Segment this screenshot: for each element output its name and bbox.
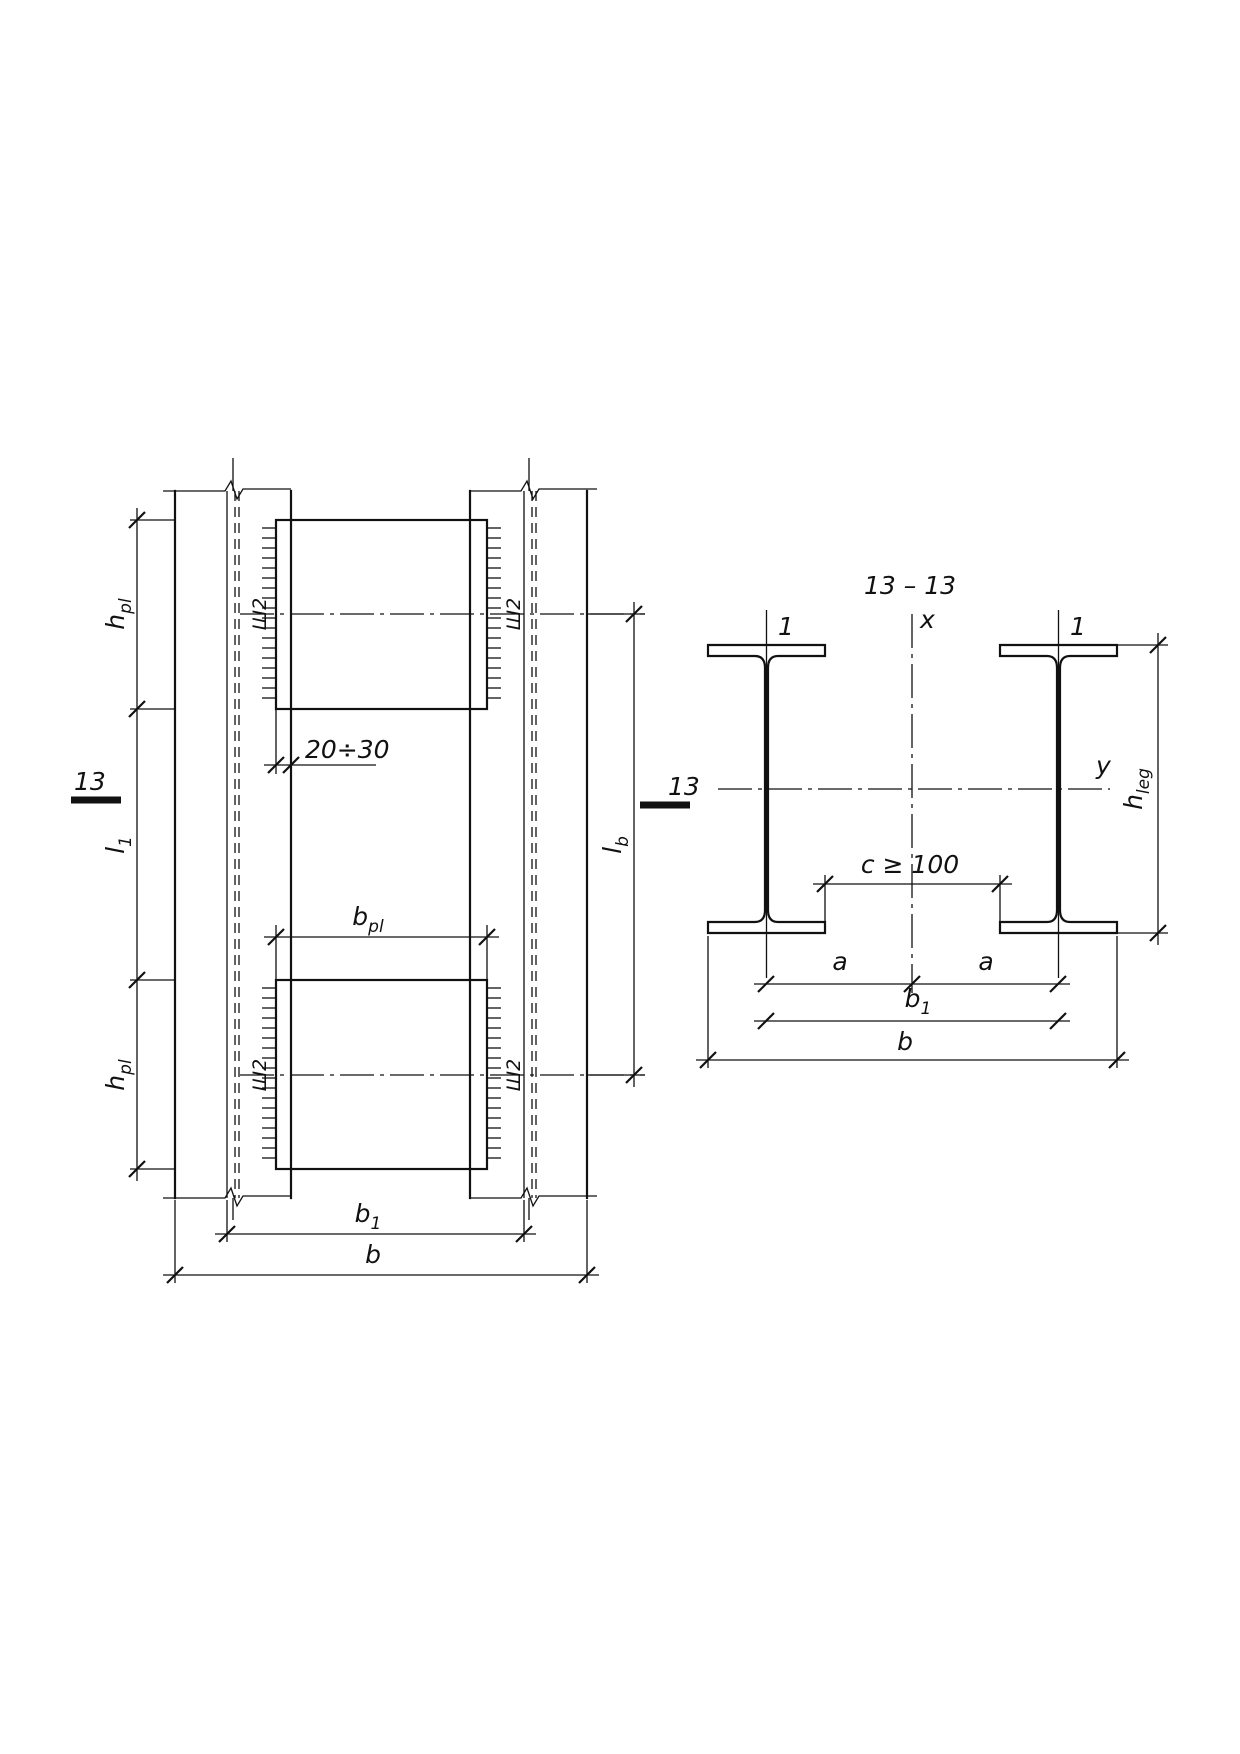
section-axes: x y — [718, 605, 1112, 975]
svg-text:13: 13 — [668, 772, 700, 801]
dimension-b-right — [696, 936, 1129, 1069]
dim-label-hpl-bottom: hpl — [101, 1059, 136, 1091]
left-chord — [163, 458, 293, 1220]
dimension-b1-left — [215, 1200, 536, 1243]
section-marker-left: 13 — [71, 767, 121, 804]
column-elevation: Ш2 Ш2 — [71, 458, 700, 1284]
bottom-plate-weld-left — [262, 987, 276, 1159]
weld-label-top-left: Ш2 — [249, 598, 271, 630]
dim-label-b-right: b — [897, 1027, 913, 1056]
dimension-hleg — [1117, 633, 1168, 945]
bottom-plate-weld-right — [487, 987, 501, 1159]
dimension-lb — [587, 602, 645, 1087]
i-beam-left: 1 — [706, 610, 827, 978]
axis-label-y: y — [1095, 751, 1112, 780]
top-batten-plate: Ш2 Ш2 — [240, 518, 645, 711]
dim-label-a-left: a — [832, 947, 847, 976]
dim-label-lb: lb — [598, 836, 633, 854]
dimension-gap — [264, 709, 376, 774]
weld-label-bottom-right: Ш2 — [503, 1059, 525, 1091]
svg-text:13: 13 — [74, 767, 106, 796]
bottom-batten-plate: Ш2 Ш2 — [240, 978, 645, 1171]
top-plate-weld-left — [262, 527, 276, 699]
section-13-13: 13 – 13 1 1 x y c ≥ 100 — [696, 571, 1168, 1069]
position-label-right: 1 — [1070, 612, 1086, 641]
dim-label-l1: l1 — [101, 836, 136, 854]
dim-label-a-right: a — [978, 947, 993, 976]
position-label-left: 1 — [778, 612, 794, 641]
dimension-a — [754, 975, 1070, 993]
dimension-bpl — [264, 925, 499, 980]
dim-label-hpl-top: hpl — [101, 598, 136, 630]
dimension-b1-right — [754, 1012, 1070, 1030]
dimension-c — [813, 875, 1012, 922]
dim-label-gap: 20÷30 — [305, 735, 390, 764]
top-plate-weld-right — [487, 527, 501, 699]
axis-label-x: x — [919, 605, 935, 634]
section-marker-right: 13 — [640, 772, 700, 809]
i-beam-right: 1 — [998, 610, 1119, 978]
dim-label-b1-right: b1 — [905, 984, 932, 1019]
dim-label-hleg: hleg — [1119, 768, 1154, 810]
dim-label-c: c ≥ 100 — [861, 850, 959, 879]
weld-label-top-right: Ш2 — [503, 598, 525, 630]
section-title: 13 – 13 — [864, 571, 956, 600]
dim-label-b-left: b — [365, 1240, 381, 1269]
dimension-chain-left — [128, 508, 175, 1181]
right-chord — [468, 458, 597, 1220]
dim-label-b1-left: b1 — [355, 1199, 382, 1234]
dim-label-bpl: bpl — [352, 902, 384, 937]
weld-label-bottom-left: Ш2 — [249, 1059, 271, 1091]
dimension-b-left — [163, 1200, 599, 1284]
